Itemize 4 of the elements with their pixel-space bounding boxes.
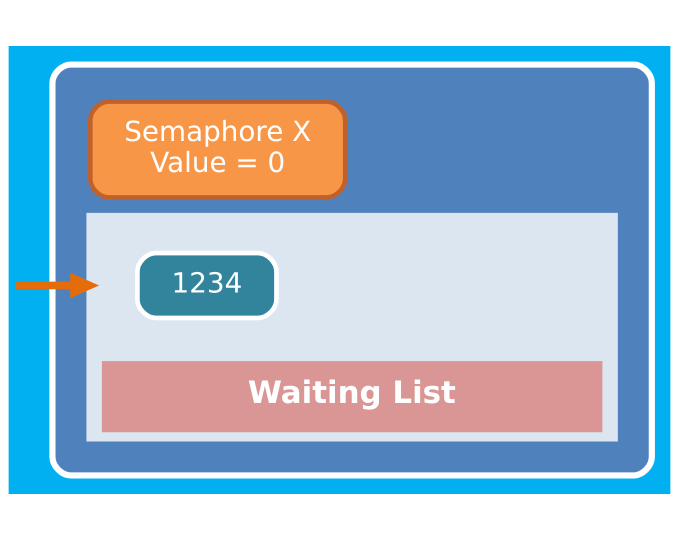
cluster xyxy=(49,61,655,479)
node-box: 1234 xyxy=(135,250,279,320)
node-box: Semaphore X Value = 0 xyxy=(88,99,348,200)
arrow xyxy=(16,272,100,298)
